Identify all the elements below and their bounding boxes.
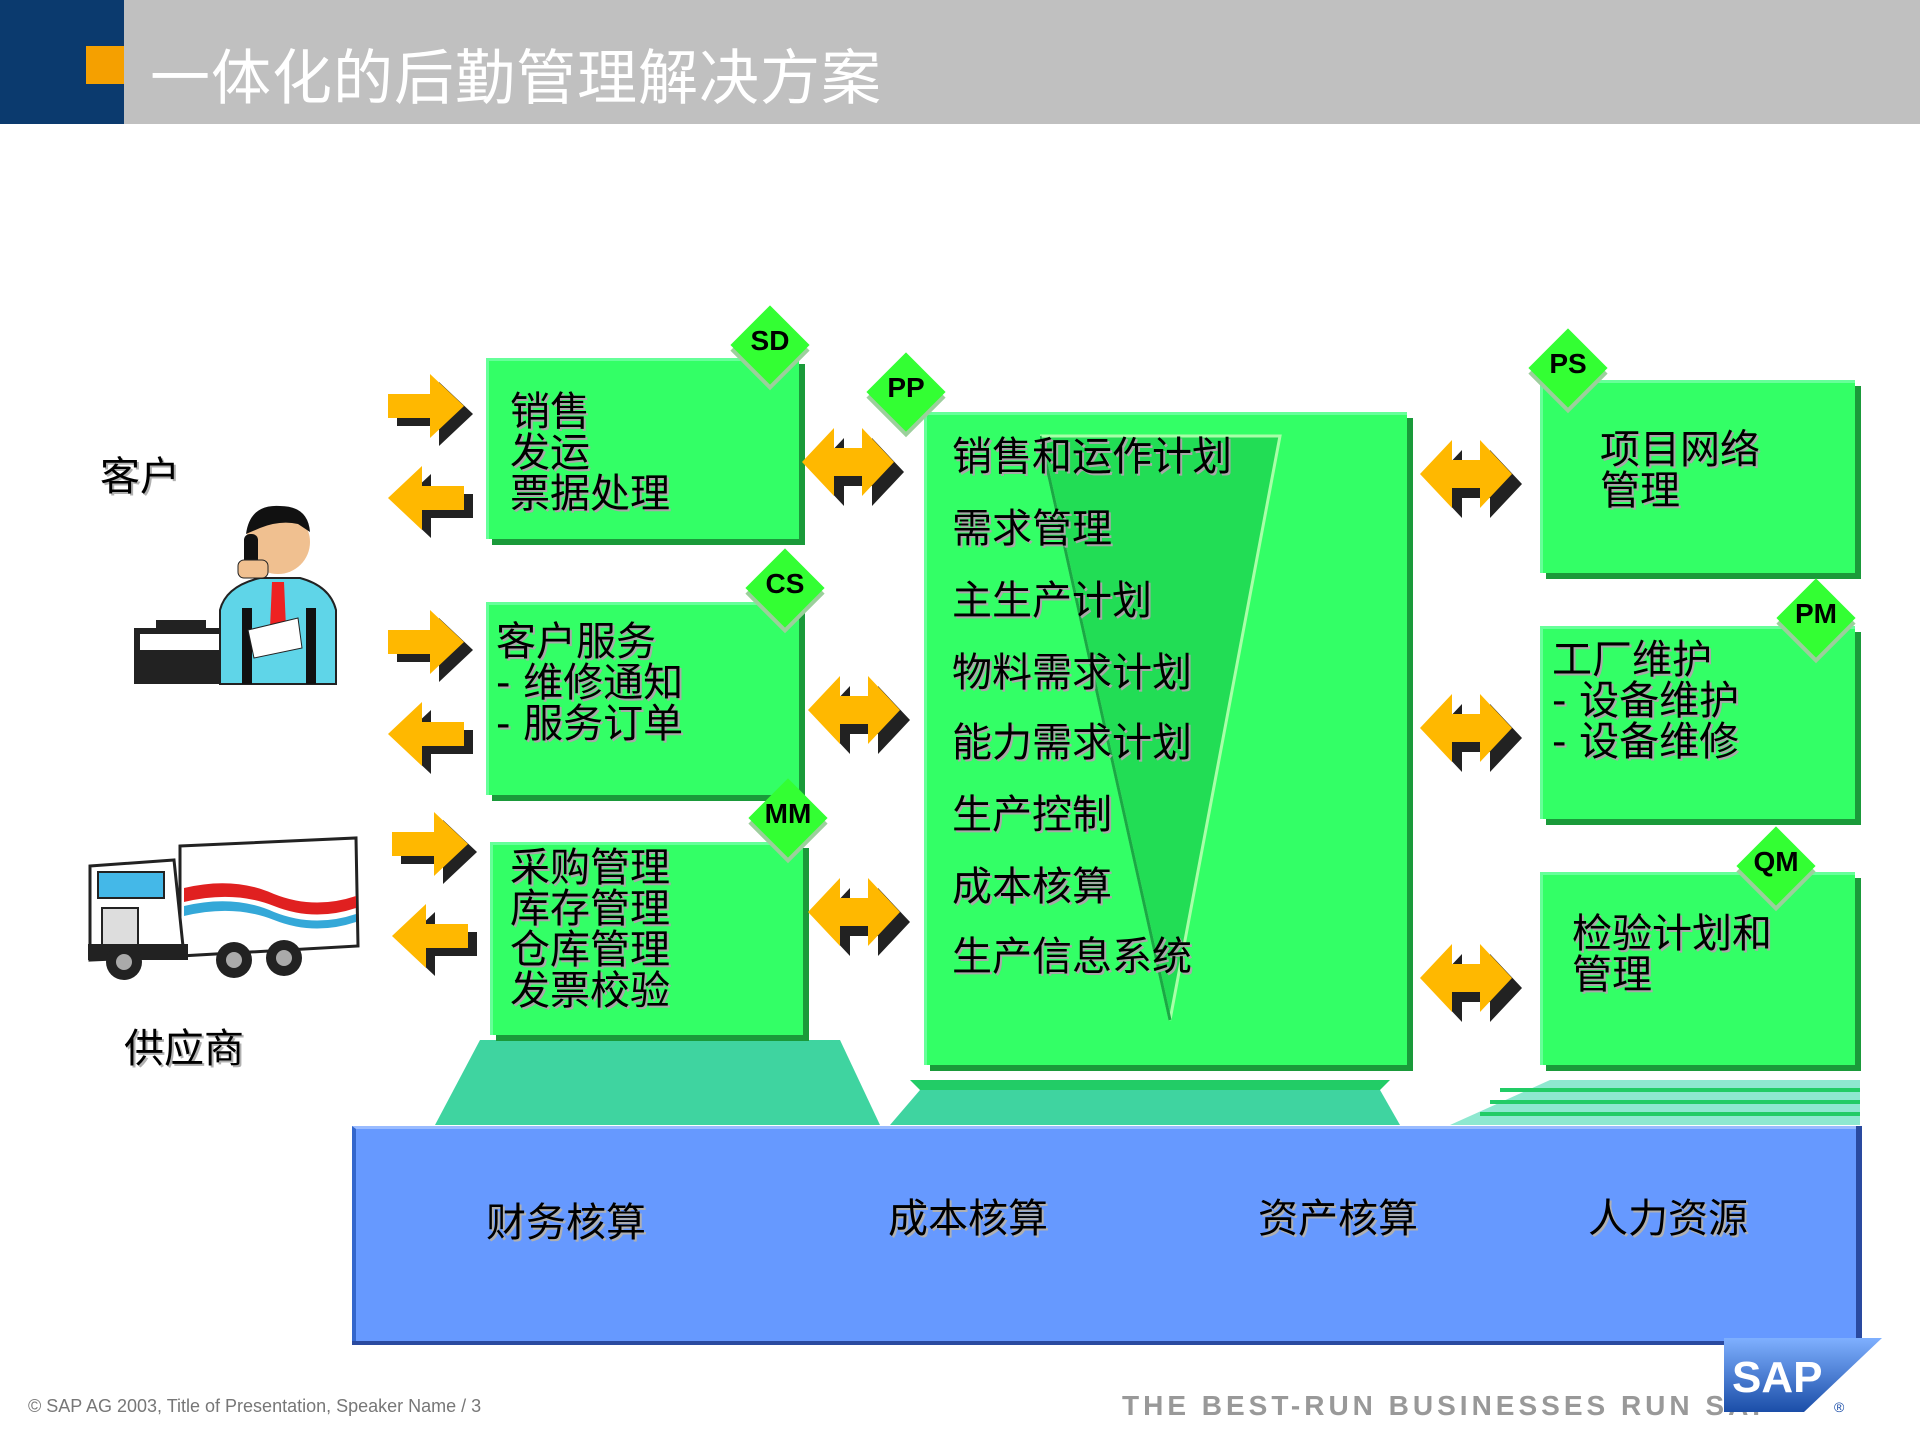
cs-badge: CS (745, 548, 825, 628)
sap-logo-text: SAP (1732, 1353, 1822, 1402)
pp-line-5: 能力需求计划 (952, 720, 1192, 766)
pm-badge: PM (1776, 578, 1856, 658)
sd-line-3: 票据处理 (510, 471, 670, 517)
sd-badge: SD (730, 305, 810, 385)
customer-label: 客户 (100, 454, 180, 500)
qm-line-1: 检验计划和 (1572, 911, 1772, 957)
pp-line-3: 主生产计划 (952, 578, 1152, 624)
supplier-truck-icon (88, 836, 360, 980)
ps-line-2: 管理 (1600, 468, 1680, 514)
bidirectional-arrow-icon (808, 878, 910, 956)
pm-line-3: - 设备维修 (1552, 719, 1740, 765)
ps-line-1: 项目网络 (1600, 427, 1760, 473)
base-item-finance: 财务核算 (486, 1200, 646, 1246)
mm-line-1: 采购管理 (510, 845, 670, 891)
base-item-cost: 成本核算 (888, 1196, 1048, 1242)
sd-module-box (486, 358, 799, 539)
ps-badge: PS (1528, 328, 1608, 408)
pm-line-1: 工厂维护 (1552, 637, 1712, 683)
pp-line-2: 需求管理 (952, 506, 1112, 552)
base-item-assets: 资产核算 (1258, 1196, 1418, 1242)
pm-module-box (1540, 626, 1855, 819)
base-item-hr: 人力资源 (1588, 1196, 1748, 1242)
pp-line-7: 成本核算 (952, 864, 1112, 910)
cs-line-1: 客户服务 (496, 619, 656, 665)
bidirectional-arrow-icon (1420, 694, 1522, 772)
arrow-right-icon (388, 374, 473, 446)
arrow-left-icon (392, 904, 477, 976)
header-bar (124, 0, 1920, 124)
header-bullet-square (86, 46, 124, 84)
sap-logo: SAP ® (1724, 1338, 1882, 1415)
footer-copyright: © SAP AG 2003, Title of Presentation, Sp… (28, 1396, 482, 1416)
cs-line-2: - 维修通知 (496, 660, 684, 706)
mm-badge: MM (748, 778, 828, 858)
bidirectional-arrow-icon (1420, 440, 1522, 518)
mm-module-box (490, 842, 803, 1035)
sap-logo-registered: ® (1834, 1399, 1845, 1415)
pp-line-8: 生产信息系统 (952, 934, 1192, 980)
pp-flow-chevron (1040, 434, 1282, 1021)
qm-line-2: 管理 (1572, 952, 1652, 998)
bidirectional-arrow-icon (808, 676, 910, 754)
cs-module-box (486, 602, 799, 795)
pp-line-6: 生产控制 (952, 792, 1112, 838)
arrow-left-icon (388, 702, 473, 774)
arrow-right-icon (392, 812, 477, 884)
bidirectional-arrow-icon (1420, 944, 1522, 1022)
pm-line-2: - 设备维护 (1552, 678, 1740, 724)
supplier-label: 供应商 (124, 1026, 244, 1072)
bidirectional-arrow-icon (802, 428, 904, 506)
mm-line-4: 发票校验 (510, 968, 670, 1014)
financial-base-platform (352, 1126, 1856, 1341)
customer-person-icon (134, 505, 337, 685)
sd-line-1: 销售 (510, 389, 590, 435)
arrow-right-icon (388, 610, 473, 682)
cs-line-3: - 服务订单 (496, 701, 684, 747)
module-connectors (435, 1040, 1860, 1125)
qm-badge: QM (1736, 826, 1816, 906)
sd-line-2: 发运 (510, 430, 590, 476)
arrow-left-icon (388, 466, 473, 538)
pp-badge: PP (866, 352, 946, 432)
pp-line-1: 销售和运作计划 (952, 434, 1232, 480)
footer-tagline: THE BEST-RUN BUSINESSES RUN SAP (1122, 1390, 1775, 1421)
ps-module-box (1540, 380, 1855, 573)
mm-line-3: 仓库管理 (510, 927, 670, 973)
qm-module-box (1540, 872, 1855, 1065)
page-title: 一体化的后勤管理解决方案 (150, 44, 882, 114)
pp-line-4: 物料需求计划 (952, 650, 1192, 696)
mm-line-2: 库存管理 (510, 886, 670, 932)
